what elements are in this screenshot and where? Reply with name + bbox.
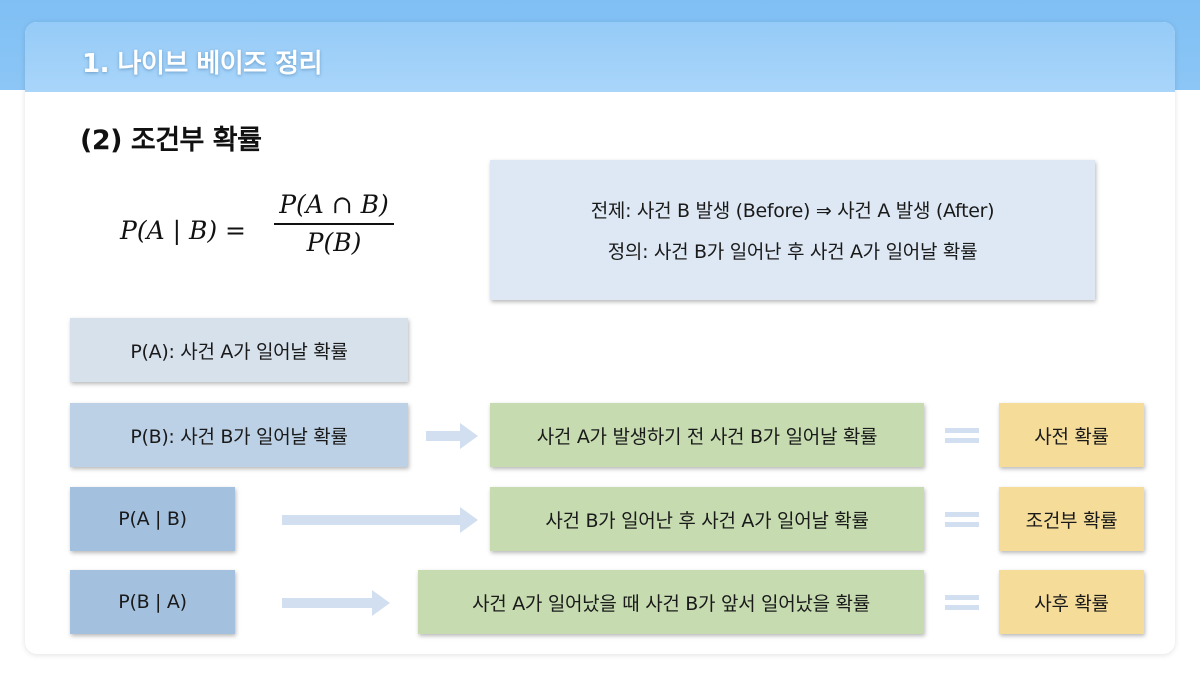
equals-icon — [945, 595, 979, 611]
equals-icon — [945, 428, 979, 444]
premise-box: 전제: 사건 B 발생 (Before) ⇒ 사건 A 발생 (After) 정… — [490, 160, 1095, 300]
conditional-probability-term: 조건부 확률 — [999, 487, 1144, 551]
posterior-description-box: 사건 A가 일어났을 때 사건 B가 앞서 일어났을 확률 — [418, 570, 924, 634]
formula-numerator: P(A ∩ B) — [274, 190, 394, 225]
section-title: (2) 조건부 확률 — [80, 125, 262, 156]
prob-a-label-box: P(A): 사건 A가 일어날 확률 — [70, 318, 408, 382]
slide-title: 1. 나이브 베이즈 정리 — [82, 49, 322, 79]
posterior-probability-term: 사후 확률 — [999, 570, 1144, 634]
formula-lhs: P(A | B) = — [120, 216, 246, 245]
prior-description-box: 사건 A가 발생하기 전 사건 B가 일어날 확률 — [490, 403, 924, 467]
formula-fraction: P(A ∩ B) P(B) — [274, 190, 394, 257]
prob-b-label-box: P(B): 사건 B가 일어날 확률 — [70, 403, 408, 467]
prior-probability-term: 사전 확률 — [999, 403, 1144, 467]
arrow-right-icon — [426, 423, 478, 449]
conditional-description-box: 사건 B가 일어난 후 사건 A가 일어날 확률 — [490, 487, 924, 551]
arrow-right-icon — [282, 507, 478, 533]
slide-header — [25, 22, 1175, 92]
premise-line: 전제: 사건 B 발생 (Before) ⇒ 사건 A 발생 (After) — [590, 200, 995, 222]
prob-b-given-a-box: P(B | A) — [70, 570, 235, 634]
equals-icon — [945, 512, 979, 528]
prob-a-given-b-box: P(A | B) — [70, 487, 235, 551]
formula-denominator: P(B) — [306, 228, 362, 257]
definition-line: 정의: 사건 B가 일어난 후 사건 A가 일어날 확률 — [607, 241, 978, 263]
arrow-right-icon — [282, 590, 390, 616]
